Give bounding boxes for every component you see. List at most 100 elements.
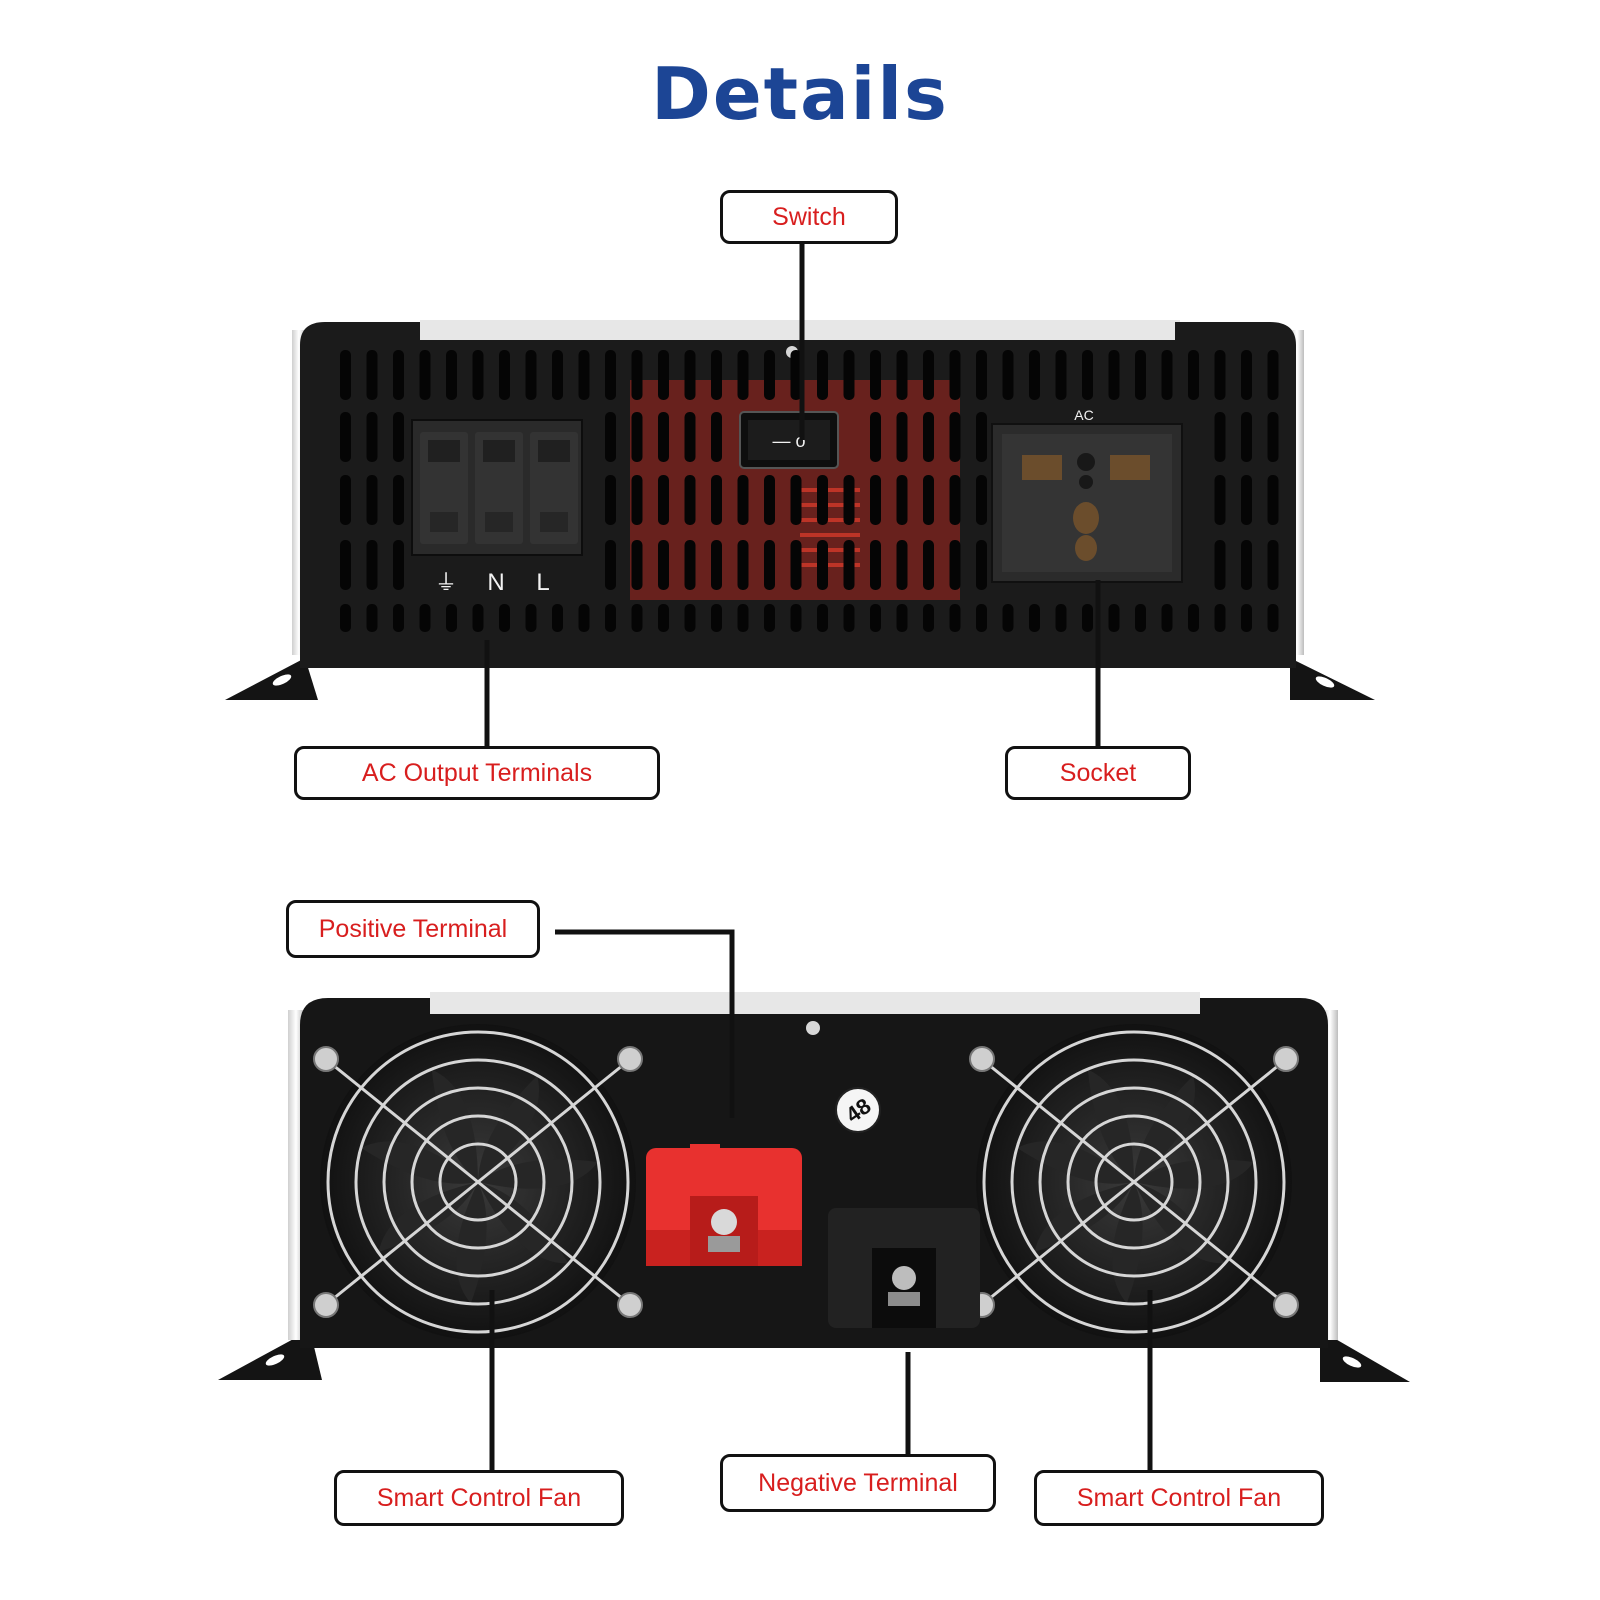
vent-slot — [976, 412, 987, 462]
terminal-marking-ground: ⏚ — [435, 570, 457, 595]
vent-slot — [711, 540, 722, 590]
vent-slot — [340, 412, 351, 462]
front-panel: ⏚ N L — o AC — [225, 320, 1375, 700]
vent-slot — [684, 350, 696, 400]
vent-slot — [366, 540, 378, 590]
foot-slot-icon — [272, 674, 292, 686]
leader-line-positive — [555, 929, 735, 1118]
vent-slot — [366, 475, 378, 525]
vent-slot — [1135, 350, 1146, 400]
terminal-marking-n: N — [487, 569, 504, 596]
vent-slot — [711, 350, 722, 400]
fan-left — [313, 1024, 643, 1340]
vent-slot — [949, 412, 961, 462]
vent-slot — [843, 350, 855, 400]
vent-slot — [896, 350, 908, 400]
vent-slot — [976, 475, 987, 525]
vent-slot — [393, 604, 404, 632]
vent-slot — [1267, 412, 1279, 462]
vent-slot — [340, 540, 351, 590]
vent-slot — [393, 540, 404, 590]
vent-slot — [499, 350, 510, 400]
vent-slot — [419, 604, 431, 632]
vent-slot — [737, 350, 749, 400]
vent-slot — [1267, 540, 1279, 590]
vent-slot — [923, 412, 934, 462]
terminal-marking-l: L — [536, 569, 549, 596]
vent-slot — [605, 350, 616, 400]
vent-slot — [1241, 350, 1252, 400]
socket-marking: AC — [1074, 407, 1093, 423]
vent-slot — [366, 604, 378, 632]
callout-negative-terminal: Negative Terminal — [720, 1454, 996, 1512]
socket-hole-icon — [1073, 502, 1099, 534]
switch-marking: — o — [772, 431, 805, 451]
vent-slot — [870, 412, 881, 462]
screw-icon — [617, 1046, 643, 1072]
vent-slot — [340, 604, 351, 632]
vent-slot — [1214, 350, 1226, 400]
power-switch[interactable]: — o — [739, 411, 839, 469]
vent-slot — [1002, 604, 1014, 632]
vent-slot — [976, 604, 987, 632]
vent-slot — [1214, 604, 1226, 632]
vent-slot — [1214, 540, 1226, 590]
foot-slot-icon — [1342, 1356, 1362, 1368]
vent-slot — [605, 475, 616, 525]
ac-output-terminal-block: ⏚ N L — [411, 419, 583, 596]
vent-slot — [817, 350, 828, 400]
vent-slot — [870, 350, 881, 400]
vent-slot — [605, 412, 616, 462]
fan-right — [969, 1024, 1299, 1340]
vent-slot — [366, 350, 378, 400]
vent-slot — [1241, 475, 1252, 525]
vent-slot — [843, 604, 855, 632]
callout-socket: Socket — [1005, 746, 1191, 800]
vent-slot — [896, 540, 908, 590]
vent-slot — [764, 350, 775, 400]
screw-icon — [617, 1292, 643, 1318]
vent-slot — [737, 475, 749, 525]
vent-slot — [843, 475, 855, 525]
socket-hole-icon — [1077, 453, 1095, 471]
fan-blades-icon — [1017, 1069, 1254, 1304]
vent-slot — [711, 604, 722, 632]
vent-slot — [896, 412, 908, 462]
vent-slot — [764, 604, 775, 632]
vent-slot — [1108, 604, 1120, 632]
screw-icon — [806, 1021, 820, 1035]
vent-slot — [1267, 475, 1279, 525]
screw-icon — [1273, 1292, 1299, 1318]
socket-hole-icon — [1022, 455, 1062, 480]
screw-icon — [969, 1046, 995, 1072]
vent-slot — [790, 350, 802, 400]
foot-slot-icon — [1315, 676, 1335, 688]
vent-slot — [658, 350, 669, 400]
vent-slot — [1108, 350, 1120, 400]
vent-slot — [552, 350, 563, 400]
socket-hole-icon — [1075, 535, 1097, 561]
vent-slot — [1135, 604, 1146, 632]
callout-switch: Switch — [720, 190, 898, 244]
vent-slot — [631, 475, 643, 525]
screw-icon — [1273, 1046, 1299, 1072]
vent-slot — [737, 540, 749, 590]
vent-slot — [658, 540, 669, 590]
vent-slot — [790, 604, 802, 632]
vent-slot — [1161, 350, 1173, 400]
vent-slot — [658, 475, 669, 525]
vent-slot — [393, 350, 404, 400]
voltage-badge: 48 — [835, 1087, 881, 1133]
vent-slot — [1241, 412, 1252, 462]
vent-slot — [631, 412, 643, 462]
fan-guard-icon — [322, 1030, 634, 1334]
screw-icon — [313, 1046, 339, 1072]
vent-slot — [684, 604, 696, 632]
vent-slot — [552, 604, 563, 632]
vent-slot — [1161, 604, 1173, 632]
vent-slot — [1082, 350, 1093, 400]
vent-slot — [605, 540, 616, 590]
vent-slot — [1241, 540, 1252, 590]
front-foot-right — [1290, 658, 1375, 700]
front-foot-left — [225, 658, 318, 700]
